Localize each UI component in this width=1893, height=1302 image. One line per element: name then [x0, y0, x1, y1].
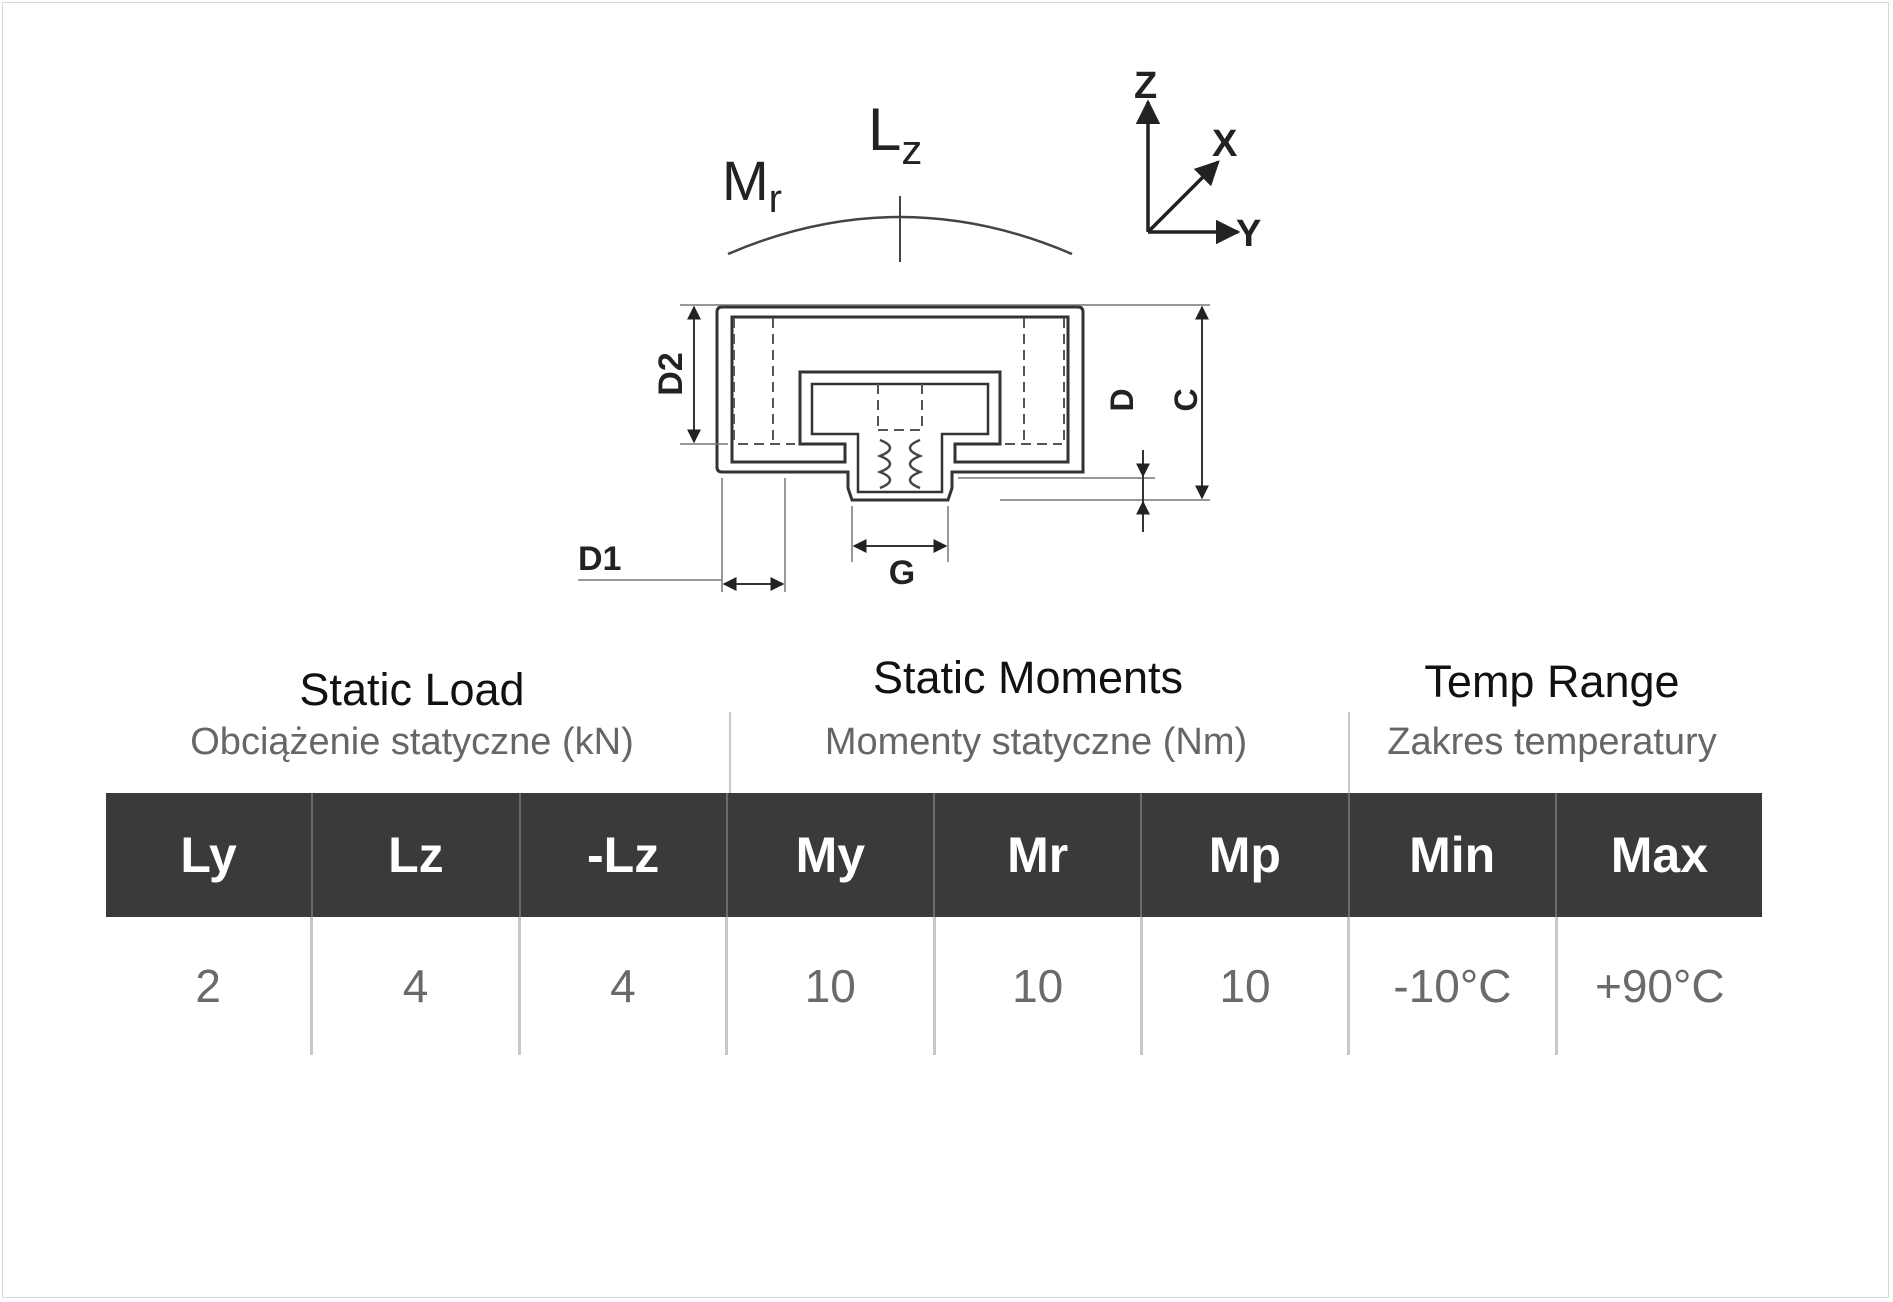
- table-value-row: 2 4 4 10 10 10 -10°C +90°C: [106, 917, 1762, 1055]
- header-cell: Max: [1554, 793, 1762, 917]
- axis-y-label: Y: [1236, 213, 1261, 255]
- value-cell: 4: [517, 917, 725, 1055]
- value-cell: 4: [310, 917, 517, 1055]
- group-title-temp-range: Temp Range: [1424, 656, 1680, 707]
- dimension-d1-label: D1: [578, 540, 621, 578]
- value-cell: 10: [1139, 917, 1347, 1055]
- group-title-static-load: Static Load: [299, 664, 525, 715]
- header-cell: Lz: [311, 793, 518, 917]
- t-slot-contour: [810, 382, 990, 494]
- group-subtitle-static-moments: Momenty statyczne (Nm): [824, 721, 1248, 763]
- value-cell: 10: [725, 917, 932, 1055]
- load-lz-label: Lz: [868, 96, 922, 173]
- group-separator: [1348, 712, 1350, 794]
- value-cell: 10: [932, 917, 1140, 1055]
- moment-mr-label: Mr: [722, 149, 782, 221]
- header-cell: Min: [1347, 793, 1555, 917]
- value-cell: +90°C: [1554, 917, 1762, 1055]
- dimension-d-label: D: [1104, 388, 1140, 411]
- group-separator: [729, 712, 731, 794]
- header-cell: -Lz: [518, 793, 726, 917]
- header-cell: Mp: [1140, 793, 1347, 917]
- header-cell: Mr: [933, 793, 1140, 917]
- profile-inner-contour: [730, 315, 1070, 464]
- extension-lines: [578, 304, 1210, 592]
- group-subtitle-temp-range: Zakres temperatury: [1387, 721, 1717, 763]
- profile-outer-contour: [715, 305, 1085, 502]
- dimension-d2-label: D2: [652, 352, 690, 395]
- value-cell: 2: [195, 960, 221, 1012]
- slot-teeth: [876, 438, 924, 490]
- dimension-g-label: G: [889, 554, 915, 592]
- axis-x-label: X: [1212, 123, 1238, 165]
- table-header-row: Ly Lz -Lz My Mr Mp Min Max: [106, 793, 1762, 917]
- hidden-bore-lines: [733, 318, 1065, 445]
- profile-cross-section-diagram: Mr Lz Z X Y: [578, 65, 1261, 592]
- value-cell: -10°C: [1347, 917, 1554, 1055]
- axis-z-label: Z: [1134, 65, 1157, 107]
- header-cell: My: [725, 793, 933, 917]
- header-cell: Ly: [180, 827, 237, 883]
- group-subtitle-static-load: Obciążenie statyczne (kN): [190, 721, 634, 763]
- dimension-c-label: C: [1168, 388, 1204, 411]
- axes-symbol-icon: [1135, 99, 1241, 245]
- dimension-lines: [687, 305, 1209, 591]
- group-title-static-moments: Static Moments: [872, 652, 1184, 703]
